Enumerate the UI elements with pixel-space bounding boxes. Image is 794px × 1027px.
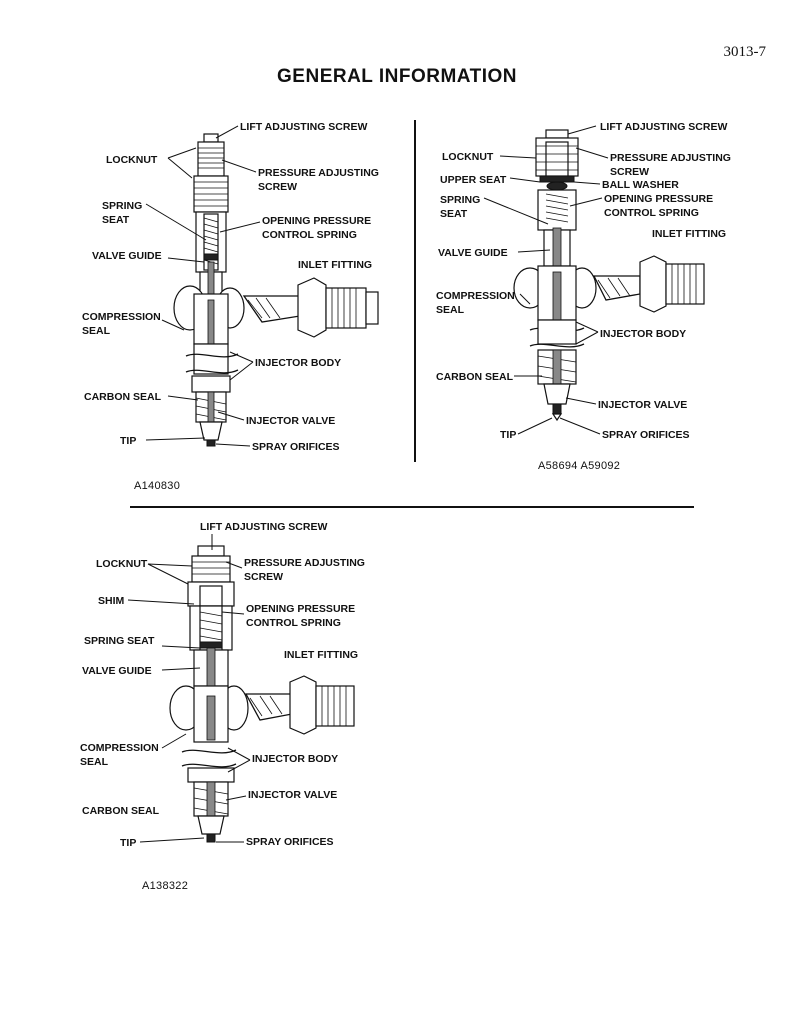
vertical-divider: [414, 120, 416, 462]
label-locknut: LOCKNUT: [106, 154, 158, 166]
label-ball-washer: BALL WASHER: [602, 179, 679, 191]
injector-2-leaders: [483, 125, 609, 435]
label-line: SEAL: [436, 304, 465, 316]
label-line: SEAT: [102, 214, 130, 226]
label-line: OPENING PRESSURE: [246, 603, 356, 615]
label-inlet-fitting: INLET FITTING: [652, 228, 727, 240]
label-shim: SHIM: [98, 595, 125, 607]
label-tip: TIP: [500, 429, 517, 441]
label-injector-valve: INJECTOR VALVE: [248, 789, 338, 801]
label-spring-seat: SPRING SEAT: [102, 199, 142, 227]
label-valve-guide: VALVE GUIDE: [438, 247, 508, 259]
label-inlet-fitting: INLET FITTING: [284, 649, 359, 661]
label-opening-pressure-control-spring: OPENING PRESSURE CONTROL SPRING: [246, 602, 355, 630]
label-line: SCREW: [258, 181, 298, 193]
label-pressure-adjusting-screw: PRESSURE ADJUSTING SCREW: [258, 166, 379, 194]
page-number: 3013-7: [723, 44, 767, 60]
figure-code-3: A138322: [142, 880, 189, 892]
label-line: OPENING PRESSURE: [604, 193, 714, 205]
label-line: CONTROL SPRING: [246, 617, 341, 629]
label-line: SEAL: [82, 325, 111, 337]
label-lift-adjusting-screw: LIFT ADJUSTING SCREW: [200, 521, 328, 533]
label-line: SPRING: [440, 194, 481, 206]
label-upper-seat: UPPER SEAT: [440, 174, 507, 186]
label-spray-orifices: SPRAY ORIFICES: [602, 429, 690, 441]
label-tip: TIP: [120, 837, 137, 849]
label-spring-seat: SPRING SEAT: [84, 635, 155, 647]
label-compression-seal: COMPRESSION SEAL: [436, 289, 515, 317]
label-line: SEAL: [80, 756, 109, 768]
label-carbon-seal: CARBON SEAL: [82, 805, 160, 817]
label-line: PRESSURE ADJUSTING: [610, 152, 731, 164]
label-inlet-fitting: INLET FITTING: [298, 259, 373, 271]
label-opening-pressure-control-spring: OPENING PRESSURE CONTROL SPRING: [262, 214, 371, 242]
label-spray-orifices: SPRAY ORIFICES: [246, 836, 334, 848]
label-injector-body: INJECTOR BODY: [252, 753, 339, 765]
label-tip: TIP: [120, 435, 137, 447]
figure-code-2: A58694 A59092: [538, 460, 621, 472]
label-line: SCREW: [610, 166, 650, 178]
label-line: SCREW: [244, 571, 284, 583]
label-lift-adjusting-screw: LIFT ADJUSTING SCREW: [600, 121, 728, 133]
label-carbon-seal: CARBON SEAL: [84, 391, 162, 403]
horizontal-divider: [130, 506, 694, 508]
label-locknut: LOCKNUT: [96, 558, 148, 570]
label-valve-guide: VALVE GUIDE: [82, 665, 152, 677]
label-line: OPENING PRESSURE: [262, 215, 372, 227]
page-title: GENERAL INFORMATION: [277, 66, 517, 87]
label-lift-adjusting-screw: LIFT ADJUSTING SCREW: [240, 121, 368, 133]
label-line: PRESSURE ADJUSTING: [258, 167, 379, 179]
injector-1-leaders: [145, 125, 261, 447]
label-line: CONTROL SPRING: [604, 207, 699, 219]
figure-code-1: A140830: [134, 480, 181, 492]
injector-3-leaders: [127, 534, 251, 843]
label-line: SEAT: [440, 208, 468, 220]
label-line: COMPRESSION: [80, 742, 159, 754]
injector-2-drawing: [513, 129, 705, 422]
label-pressure-adjusting-screw: PRESSURE ADJUSTING SCREW: [244, 556, 365, 584]
label-line: SPRING: [102, 200, 143, 212]
label-line: PRESSURE ADJUSTING: [244, 557, 365, 569]
label-injector-valve: INJECTOR VALVE: [246, 415, 336, 427]
label-valve-guide: VALVE GUIDE: [92, 250, 162, 262]
label-compression-seal: COMPRESSION SEAL: [82, 310, 161, 338]
label-spring-seat: SPRING SEAT: [440, 193, 480, 221]
injector-1-drawing: [173, 133, 379, 447]
label-line: CONTROL SPRING: [262, 229, 357, 241]
label-spray-orifices: SPRAY ORIFICES: [252, 441, 340, 453]
label-injector-body: INJECTOR BODY: [600, 328, 687, 340]
label-injector-valve: INJECTOR VALVE: [598, 399, 688, 411]
label-locknut: LOCKNUT: [442, 151, 494, 163]
label-carbon-seal: CARBON SEAL: [436, 371, 514, 383]
label-opening-pressure-control-spring: OPENING PRESSURE CONTROL SPRING: [604, 192, 713, 220]
label-pressure-adjusting-screw: PRESSURE ADJUSTING SCREW: [610, 151, 731, 179]
label-injector-body: INJECTOR BODY: [255, 357, 342, 369]
label-compression-seal: COMPRESSION SEAL: [80, 741, 159, 769]
label-line: COMPRESSION: [82, 311, 161, 323]
label-line: COMPRESSION: [436, 290, 515, 302]
